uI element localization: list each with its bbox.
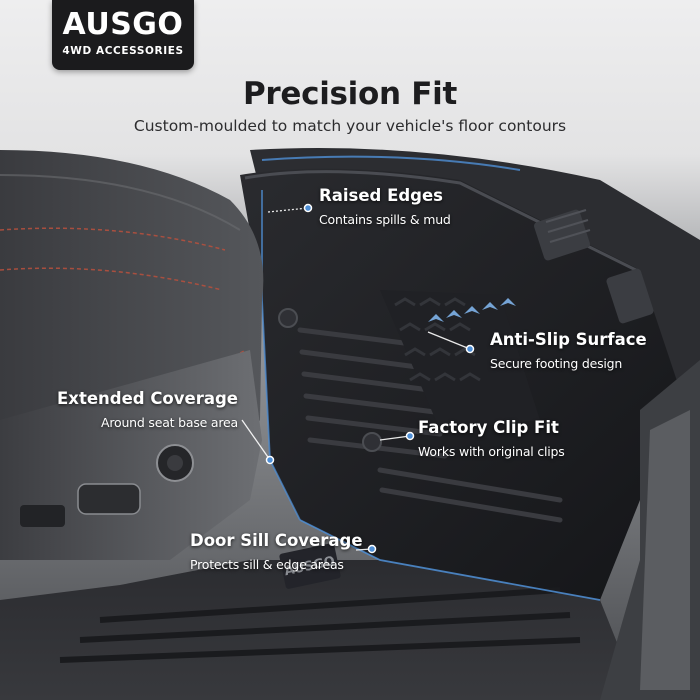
callout-description: Works with original clips (418, 444, 565, 459)
brand-name: AUSGO (62, 7, 184, 42)
page-subtitle: Custom-moulded to match your vehicle's f… (133, 117, 567, 135)
callout-description: Secure footing design (490, 356, 623, 371)
callout-title: Anti-Slip Surface (490, 330, 647, 349)
callout-description: Around seat base area (101, 415, 238, 430)
brand-logo: AUSGO 4WD ACCESSORIES (52, 0, 194, 70)
callout-description: Protects sill & edge areas (190, 557, 344, 572)
callout-door-sill-coverage: Door Sill Coverage Protects sill & edge … (190, 531, 363, 573)
callout-factory-clip-fit: Factory Clip Fit Works with original cli… (418, 418, 565, 460)
brand-tagline: 4WD ACCESSORIES (62, 45, 184, 57)
page-title: Precision Fit (243, 76, 457, 112)
callout-extended-coverage: Extended Coverage Around seat base area (48, 389, 238, 431)
callout-title: Extended Coverage (57, 389, 238, 408)
callout-raised-edges: Raised Edges Contains spills & mud (319, 186, 451, 228)
callout-title: Factory Clip Fit (418, 418, 559, 437)
callout-anti-slip-surface: Anti-Slip Surface Secure footing design (490, 330, 647, 372)
callout-description: Contains spills & mud (319, 212, 451, 227)
callout-title: Door Sill Coverage (190, 531, 363, 550)
callout-title: Raised Edges (319, 186, 443, 205)
